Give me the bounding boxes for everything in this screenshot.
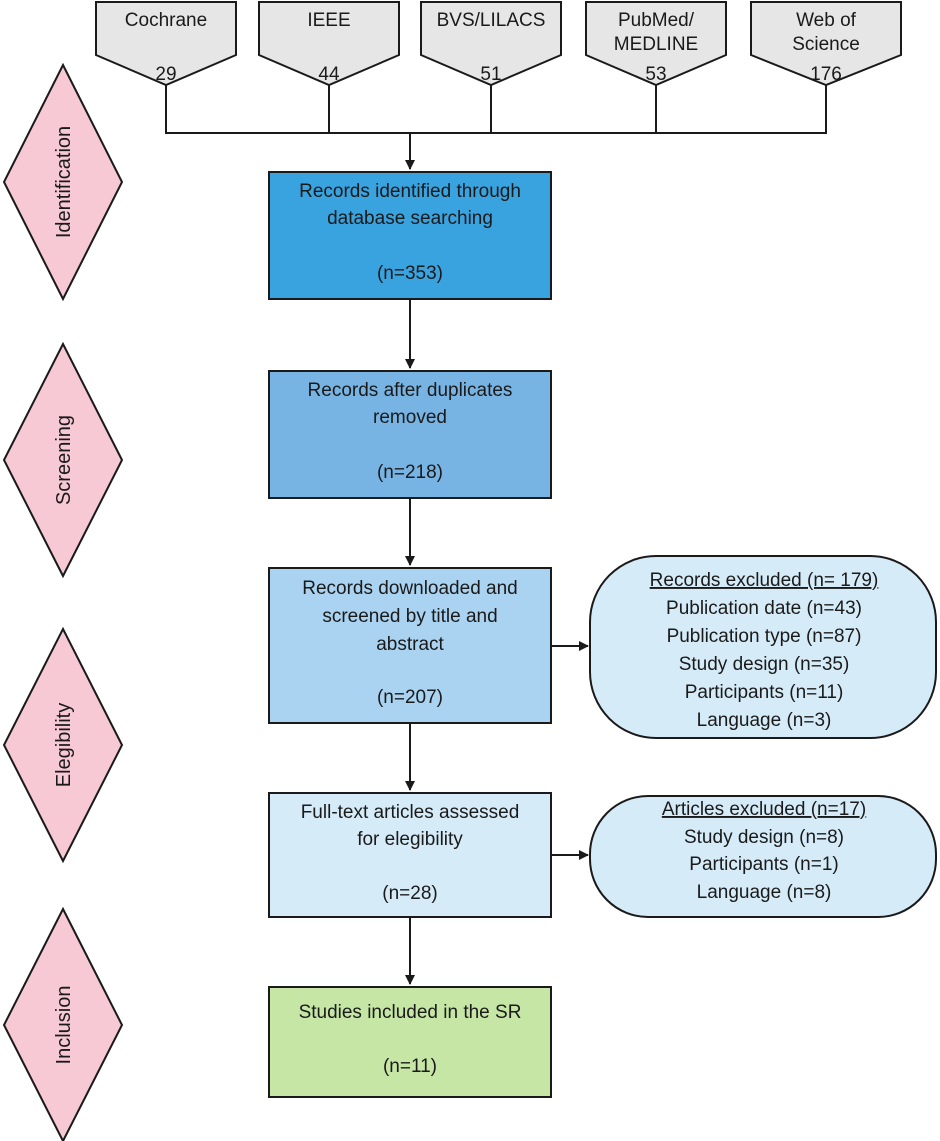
step-count: (n=28)	[382, 883, 437, 904]
step-text-line: database searching	[327, 208, 493, 229]
phase-label: Inclusion	[53, 986, 75, 1065]
step-records-after-duplicates: Records after duplicates removed (n=218)	[268, 370, 552, 499]
step-text-line: Full-text articles assessed	[301, 802, 520, 823]
database-count: 176	[810, 64, 842, 85]
articles-excluded-box: Articles excluded (n=17) Study design (n…	[589, 795, 937, 918]
step-text-line: for elegibility	[357, 829, 463, 850]
step-text-line: removed	[373, 407, 447, 428]
phase-label: Identification	[53, 126, 75, 238]
exclusion-item: Participants (n=1)	[689, 854, 838, 875]
database-name: IEEE	[307, 10, 350, 31]
database-count: 53	[645, 64, 666, 85]
exclusion-item: Publication date (n=43)	[666, 598, 862, 619]
phase-label: Screening	[53, 415, 75, 505]
phase-identification: Identification	[2, 62, 124, 302]
phase-elegibility: Elegibility	[2, 626, 124, 864]
exclusion-item: Participants (n=11)	[685, 682, 844, 703]
database-bvs-lilacs: BVS/LILACS 51	[420, 1, 562, 87]
step-text-line: Records identified through	[299, 181, 521, 202]
exclusion-title: Articles excluded (n=17)	[662, 799, 866, 820]
database-count: 29	[155, 64, 176, 85]
flow-arrows	[405, 299, 589, 985]
phase-inclusion: Inclusion	[2, 906, 124, 1141]
database-name: Cochrane	[125, 10, 207, 31]
exclusion-item: Publication type (n=87)	[667, 626, 862, 647]
exclusion-title: Records excluded (n= 179)	[650, 570, 879, 591]
step-text-line: abstract	[376, 634, 444, 655]
step-count: (n=11)	[383, 1056, 437, 1077]
step-records-screened: Records downloaded and screened by title…	[268, 567, 552, 724]
exclusion-item: Language (n=8)	[697, 882, 832, 903]
step-text-line: screened by title and	[322, 606, 497, 627]
step-count: (n=353)	[377, 263, 443, 284]
database-name-line2: Science	[792, 34, 860, 55]
exclusion-item: Study design (n=35)	[679, 654, 850, 675]
phase-label: Elegibility	[53, 703, 75, 787]
database-ieee: IEEE 44	[258, 1, 400, 87]
database-merge-connector	[165, 85, 827, 170]
database-cochrane: Cochrane 29	[95, 1, 237, 87]
step-text-line: Studies included in the SR	[299, 1002, 522, 1023]
database-name: BVS/LILACS	[437, 10, 546, 31]
step-count: (n=207)	[377, 687, 443, 708]
database-name: PubMed/	[618, 10, 695, 31]
database-pubmed-medline: PubMed/ MEDLINE 53	[585, 1, 727, 87]
exclusion-item: Language (n=3)	[697, 710, 832, 731]
database-web-of-science: Web of Science 176	[750, 1, 902, 87]
step-text-line: Records after duplicates	[308, 380, 513, 401]
step-records-identified: Records identified through database sear…	[268, 171, 552, 300]
step-full-text-assessed: Full-text articles assessed for elegibil…	[268, 792, 552, 918]
database-count: 44	[318, 64, 340, 85]
step-count: (n=218)	[377, 462, 443, 483]
records-excluded-box: Records excluded (n= 179) Publication da…	[589, 555, 937, 739]
exclusion-item: Study design (n=8)	[684, 827, 844, 848]
step-text-line: Records downloaded and	[302, 578, 518, 599]
phase-screening: Screening	[2, 341, 124, 579]
step-studies-included: Studies included in the SR (n=11)	[268, 986, 552, 1098]
database-name-line2: MEDLINE	[614, 34, 698, 55]
database-count: 51	[480, 64, 501, 85]
database-name: Web of	[796, 10, 857, 31]
